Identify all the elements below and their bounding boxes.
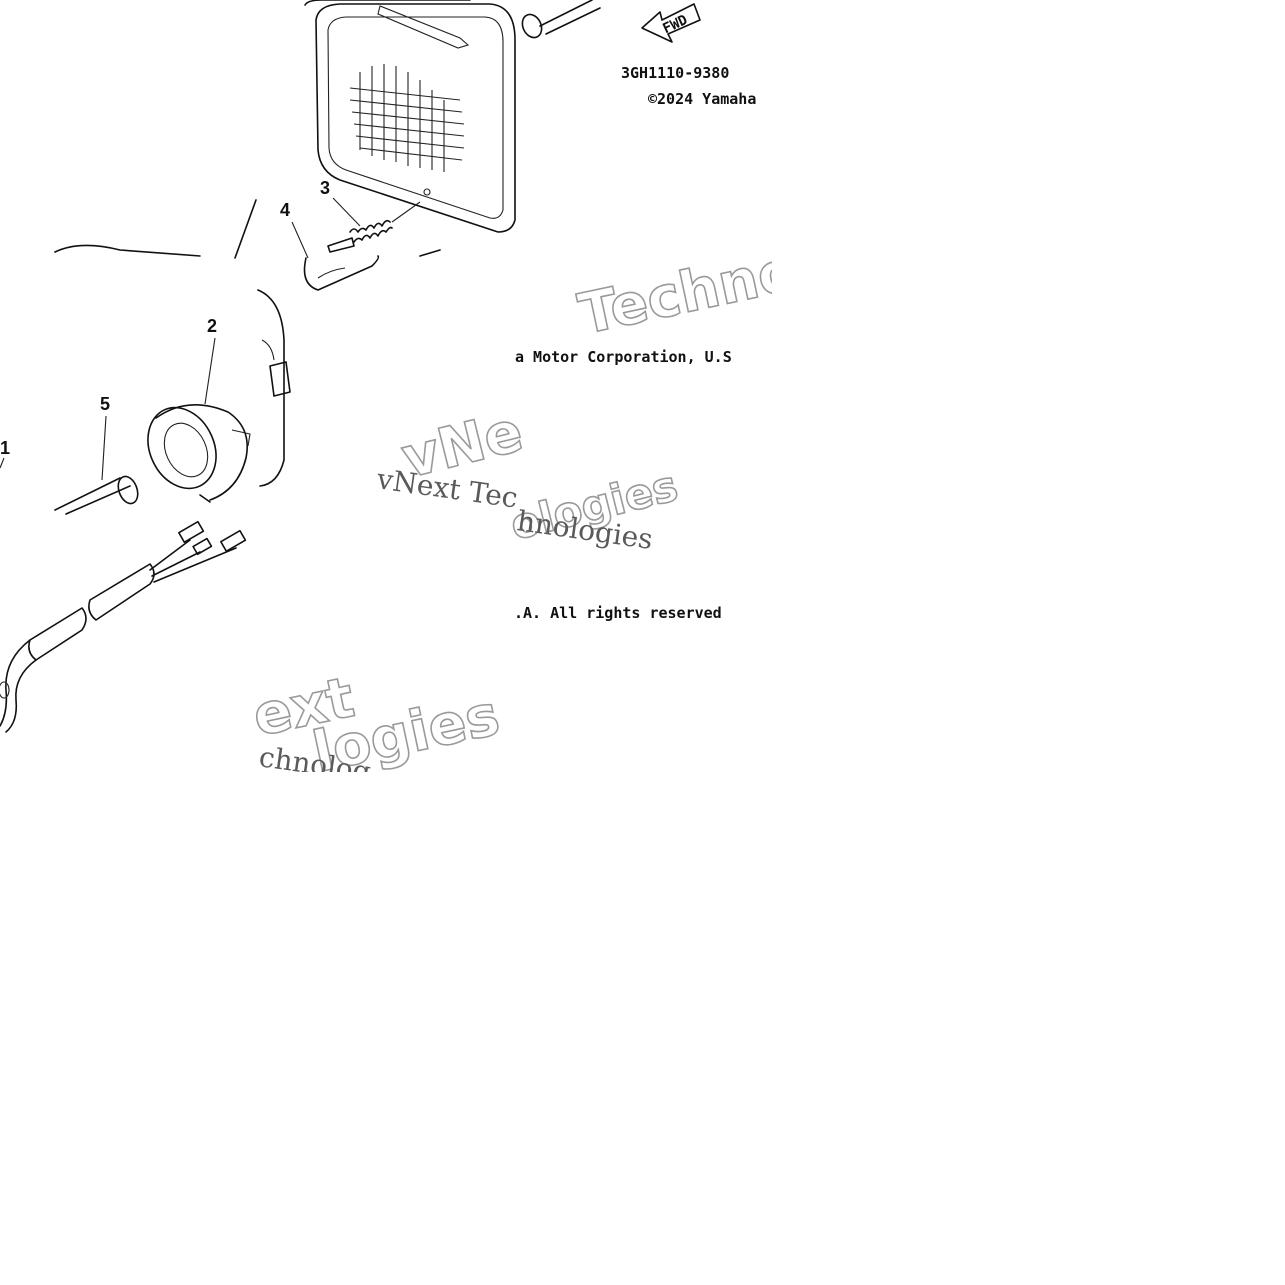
headlight-lens — [304, 0, 516, 233]
fwd-arrow-icon: FWD — [641, 3, 701, 43]
part-code: 3GH1110-9380 — [621, 64, 729, 82]
spring-part — [349, 201, 421, 243]
fwd-label: FWD — [660, 12, 690, 37]
callout-1: 1 — [0, 438, 10, 458]
rubber-tube — [54, 475, 139, 515]
callout-3: 3 — [320, 178, 330, 198]
watermark-techno: Techno — [573, 238, 802, 347]
wire-harness — [0, 520, 247, 733]
copyright-line-1: ©2024 Yamaha — [648, 90, 756, 108]
callout-2: 2 — [207, 316, 217, 336]
diagram-tile-top — [0, 0, 772, 258]
bracket-hook — [303, 255, 380, 291]
mounting-bolt — [521, 0, 601, 39]
callout-5: 5 — [100, 394, 110, 414]
diagram-tile-right — [515, 258, 772, 772]
reflector-edge — [257, 289, 285, 487]
copyright-line-3: .A. All rights reserved — [514, 604, 722, 622]
diagram-tile-middle — [257, 258, 515, 772]
copyright-line-2: a Motor Corporation, U.S — [515, 348, 732, 366]
lamp-body-top — [54, 244, 201, 257]
screw-part — [327, 237, 355, 253]
bulb-socket — [147, 403, 251, 503]
callout-4: 4 — [280, 200, 290, 220]
